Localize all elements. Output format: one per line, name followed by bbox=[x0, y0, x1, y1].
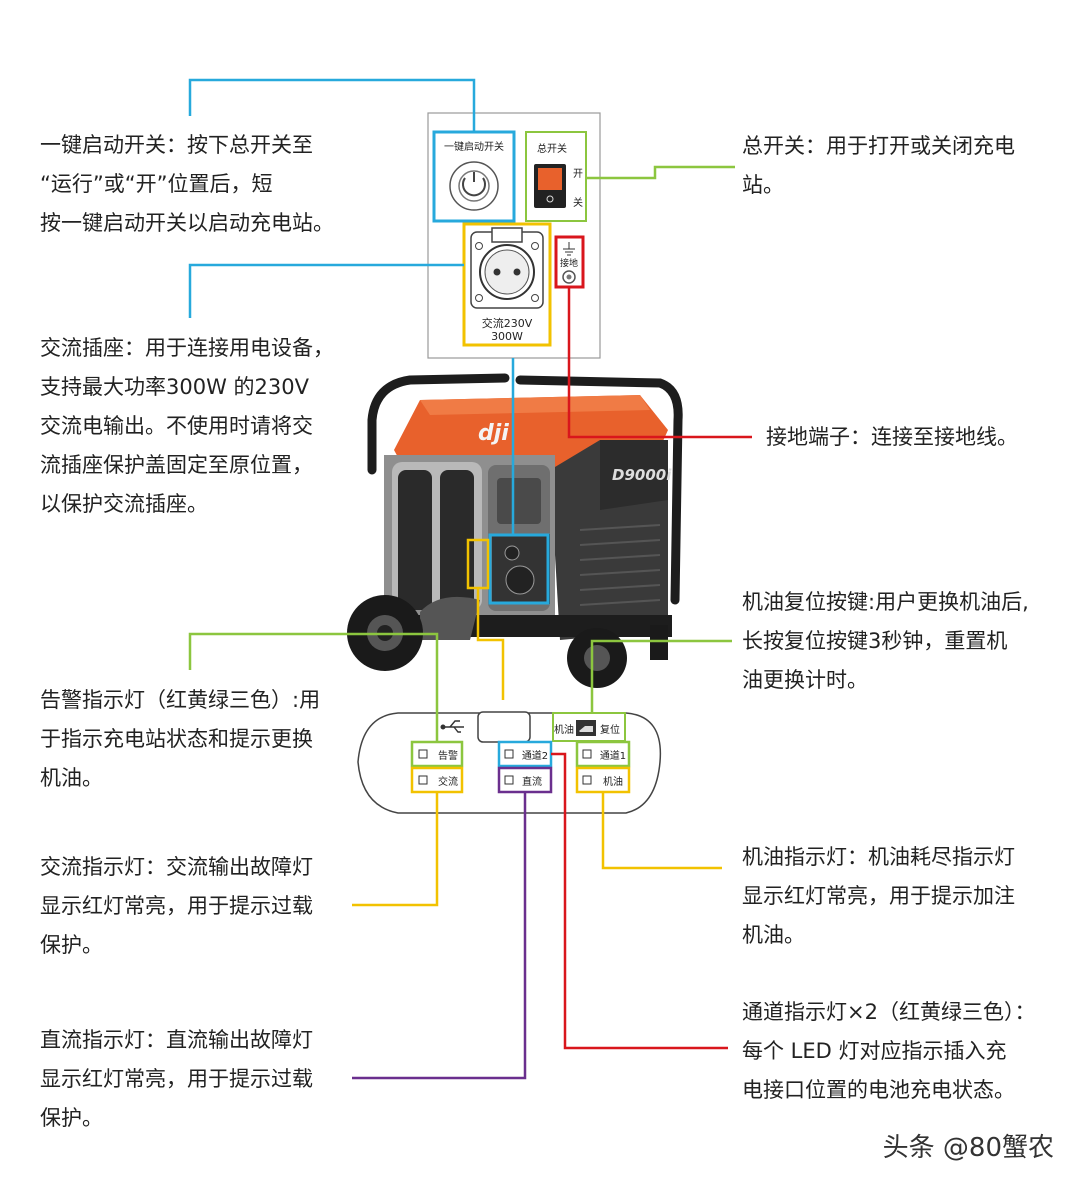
ground-icon bbox=[563, 242, 575, 256]
callout-line: 显示红灯常亮，用于提示过载 bbox=[40, 894, 313, 918]
callout-line: 每个 LED 灯对应指示插入充 bbox=[742, 1039, 1007, 1063]
socket-voltage-label: 交流230V bbox=[482, 316, 533, 330]
callout-line: 交流电输出。不使用时请将交 bbox=[40, 414, 313, 438]
callout-ac-light: 交流指示灯：交流输出故障灯 显示红灯常亮，用于提示过载 保护。 bbox=[40, 848, 313, 965]
oil-reset-reset-label: 复位 bbox=[600, 723, 620, 736]
channel1-indicator-label: 通道1 bbox=[600, 749, 626, 762]
callout-line: 交流指示灯：交流输出故障灯 bbox=[40, 855, 313, 879]
callout-line: 流插座保护盖固定至原位置， bbox=[40, 453, 313, 477]
leader-dc-light bbox=[352, 792, 527, 1080]
callout-alarm-light: 告警指示灯（红黄绿三色）:用 于指示充电站状态和提示更换 机油。 bbox=[40, 681, 320, 798]
callout-line: 于指示充电站状态和提示更换 bbox=[40, 727, 313, 751]
on-label: 开 bbox=[573, 169, 583, 180]
leader-oil-reset bbox=[590, 639, 732, 713]
dc-indicator-label: 直流 bbox=[522, 775, 542, 788]
callout-line: 保护。 bbox=[40, 1106, 103, 1130]
callout-line: 告警指示灯（红黄绿三色）:用 bbox=[40, 688, 321, 712]
callout-line: 显示红灯常亮，用于提示过载 bbox=[40, 1067, 313, 1091]
ground-label: 接地 bbox=[560, 257, 578, 269]
callout-one-key-start: 一键启动开关：按下总开关至 “运行”或“开”位置后，短 按一键启动开关以启动充电… bbox=[40, 126, 334, 243]
callout-line: 总开关：用于打开或关闭充电 bbox=[742, 134, 1015, 158]
leader-one-key-start bbox=[188, 78, 476, 132]
callout-oil-reset: 机油复位按键:用户更换机油后, 长按复位按键3秒钟，重置机 油更换计时。 bbox=[742, 583, 1029, 700]
one-key-start-label: 一键启动开关 bbox=[444, 140, 504, 153]
callout-dc-light: 直流指示灯：直流输出故障灯 显示红灯常亮，用于提示过载 保护。 bbox=[40, 1021, 313, 1138]
callout-line: 保护。 bbox=[40, 933, 103, 957]
callout-line: 长按复位按键3秒钟，重置机 bbox=[742, 629, 1008, 653]
callout-oil-light: 机油指示灯：机油耗尽指示灯 显示红灯常亮，用于提示加注 机油。 bbox=[742, 838, 1015, 955]
callout-ac-socket: 交流插座：用于连接用电设备， 支持最大功率300W 的230V 交流电输出。不使… bbox=[40, 329, 334, 524]
callout-line: 电接口位置的电池充电状态。 bbox=[742, 1078, 1015, 1102]
leader-lines bbox=[188, 78, 752, 1080]
ac-indicator-label: 交流 bbox=[438, 775, 458, 788]
callout-line: 机油指示灯：机油耗尽指示灯 bbox=[742, 845, 1015, 869]
leader-ac-socket bbox=[188, 263, 464, 318]
channel2-indicator-label: 通道2 bbox=[522, 749, 548, 762]
leader-ground-terminal bbox=[567, 287, 752, 439]
alarm-indicator-label: 告警 bbox=[438, 749, 458, 762]
model-label: D9000i bbox=[612, 466, 672, 484]
leader-panel-to-generator bbox=[476, 588, 505, 700]
callout-line: 接地端子：连接至接地线。 bbox=[766, 425, 1018, 449]
leader-channel-light bbox=[551, 752, 728, 1050]
callout-line: 机油。 bbox=[742, 923, 805, 947]
callout-line: 油更换计时。 bbox=[742, 668, 868, 692]
callout-line: 通道指示灯×2（红黄绿三色）： bbox=[742, 1000, 1036, 1024]
callout-main-switch: 总开关：用于打开或关闭充电 站。 bbox=[742, 127, 1015, 205]
off-label: 关 bbox=[573, 196, 583, 209]
callout-line: “运行”或“开”位置后，短 bbox=[40, 172, 273, 196]
usb-icon bbox=[440, 720, 464, 733]
callout-line: 直流指示灯：直流输出故障灯 bbox=[40, 1028, 313, 1052]
main-switch-label: 总开关 bbox=[537, 142, 567, 155]
socket-power-label: 300W bbox=[491, 330, 523, 343]
callout-line: 支持最大功率300W 的230V bbox=[40, 375, 309, 399]
indicator-panel: 机油 复位 告警 通道2 通道1 交流 直流 机油 bbox=[357, 711, 662, 814]
leader-oil-light bbox=[601, 792, 722, 870]
callout-line: 以保护交流插座。 bbox=[40, 492, 208, 516]
oil-reset-oil-label: 机油 bbox=[554, 723, 574, 736]
callout-line: 交流插座：用于连接用电设备， bbox=[40, 336, 334, 360]
main-switch-highlight bbox=[525, 131, 587, 222]
callout-line: 按一键启动开关以启动充电站。 bbox=[40, 211, 334, 235]
callout-line: 站。 bbox=[742, 173, 784, 197]
oil-indicator-label: 机油 bbox=[603, 775, 623, 788]
control-panel: 一键启动开关 总开关 开 关 交流230V 300W 接地 bbox=[427, 112, 601, 359]
callout-line: 机油复位按键:用户更换机油后, bbox=[742, 590, 1029, 614]
dji-logo: dji bbox=[478, 421, 509, 446]
callout-line: 显示红灯常亮，用于提示加注 bbox=[742, 884, 1015, 908]
ac-socket-highlight bbox=[462, 222, 552, 347]
callout-ground-terminal: 接地端子：连接至接地线。 bbox=[766, 418, 1018, 457]
callout-line: 一键启动开关：按下总开关至 bbox=[40, 133, 313, 157]
callout-line: 机油。 bbox=[40, 766, 103, 790]
watermark: 头条 @80蟹农 bbox=[882, 1133, 1054, 1163]
leader-alarm-light bbox=[188, 632, 439, 742]
leader-main-switch bbox=[586, 165, 735, 180]
callout-channel-light: 通道指示灯×2（红黄绿三色）： 每个 LED 灯对应指示插入充 电接口位置的电池… bbox=[742, 993, 1035, 1110]
leader-ac-light bbox=[352, 792, 439, 907]
